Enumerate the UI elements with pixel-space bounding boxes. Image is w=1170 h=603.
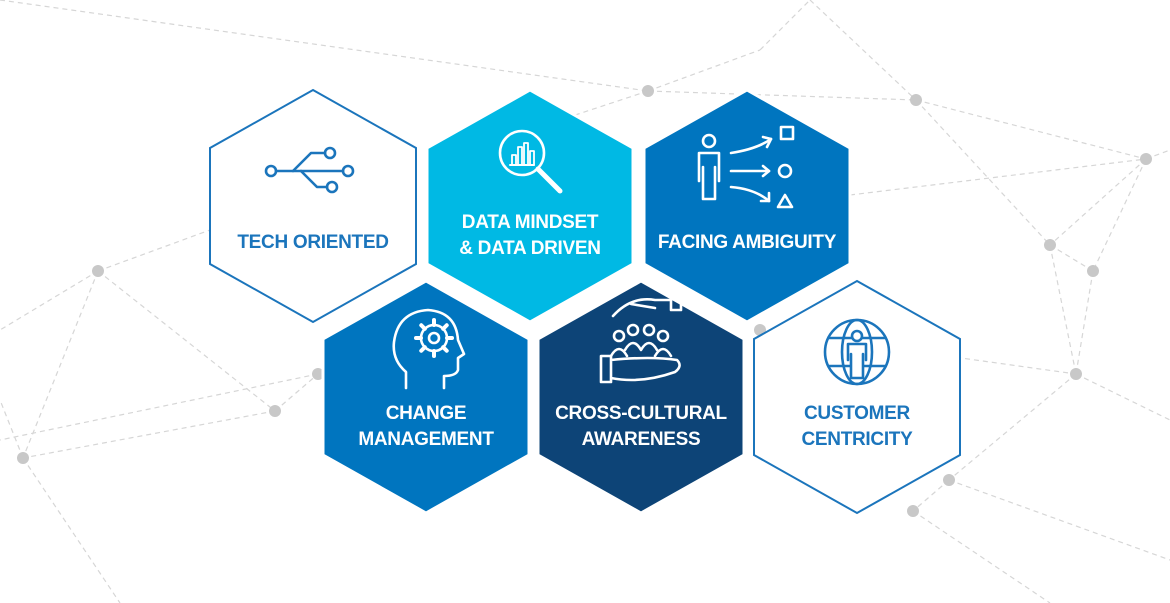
hexagon-label: TECH ORIENTED [237, 232, 388, 253]
network-link [97, 229, 211, 272]
person-choices-icon [697, 125, 795, 209]
network-link [1092, 158, 1147, 272]
head-gear-icon [392, 308, 466, 390]
hexagon-label: CUSTOMER [804, 403, 911, 424]
hexagon-shape [425, 88, 635, 324]
network-link [759, 0, 811, 51]
network-node [1140, 153, 1152, 165]
hexagon-label: CHANGE [386, 403, 467, 424]
hexagon-label: & DATA DRIVEN [459, 238, 600, 259]
hexagon-tech-oriented: TECH ORIENTED [209, 88, 417, 324]
hexagon-shape [321, 279, 531, 515]
network-link [912, 510, 1051, 603]
network-link [948, 373, 1077, 481]
network-link [22, 410, 276, 459]
network-node [1070, 368, 1082, 380]
network-node [910, 94, 922, 106]
network-link [0, 399, 24, 459]
hexagon-cross-cultural: CROSS-CULTURAL AWARENESS [536, 279, 746, 515]
network-link [912, 479, 950, 512]
network-link [22, 457, 121, 603]
network-node [312, 368, 324, 380]
globe-person-icon [823, 318, 891, 386]
network-node [907, 505, 919, 517]
network-node [642, 85, 654, 97]
hexagon-shape [209, 88, 417, 324]
hexagon-customer-centricity: CUSTOMER CENTRICITY [753, 279, 961, 515]
network-link [948, 479, 1170, 561]
network-link [274, 373, 319, 412]
network-node [17, 452, 29, 464]
magnifier-chart-icon [498, 129, 563, 194]
network-link [759, 329, 1077, 375]
network-link [0, 0, 649, 92]
network-node [269, 405, 281, 417]
network-link [0, 373, 319, 441]
network-node [1044, 239, 1056, 251]
hexagon-change-management: CHANGE MANAGEMENT [321, 279, 531, 515]
hexagon-label: MANAGEMENT [358, 429, 494, 450]
hexagon-label: CENTRICITY [801, 429, 913, 450]
network-link [1049, 244, 1077, 375]
network-link [1049, 158, 1147, 246]
hexagon-facing-ambiguity: FACING AMBIGUITY [642, 88, 852, 324]
hexagon-label: CROSS-CULTURAL [555, 403, 727, 424]
network-link [0, 270, 99, 331]
usb-fork-icon [264, 146, 355, 194]
network-link [647, 49, 761, 92]
network-link [915, 99, 1147, 160]
hexagon-label: AWARENESS [582, 429, 701, 450]
network-node [1087, 265, 1099, 277]
network-link [849, 158, 1147, 196]
hexagon-data-mindset: DATA MINDSET & DATA DRIVEN [425, 88, 635, 324]
network-link [97, 270, 276, 412]
network-node [943, 474, 955, 486]
network-node [92, 265, 104, 277]
network-link [915, 99, 1051, 246]
hexagon-label: FACING AMBIGUITY [658, 232, 837, 253]
network-link [809, 0, 917, 101]
network-link [559, 90, 649, 121]
hand-people-icon [599, 292, 683, 384]
hexagon-shape [753, 279, 961, 515]
hexagon-label: DATA MINDSET [462, 212, 599, 233]
hexagon-shape [536, 279, 746, 515]
hexagon-shape [642, 88, 852, 324]
network-link [22, 270, 99, 459]
